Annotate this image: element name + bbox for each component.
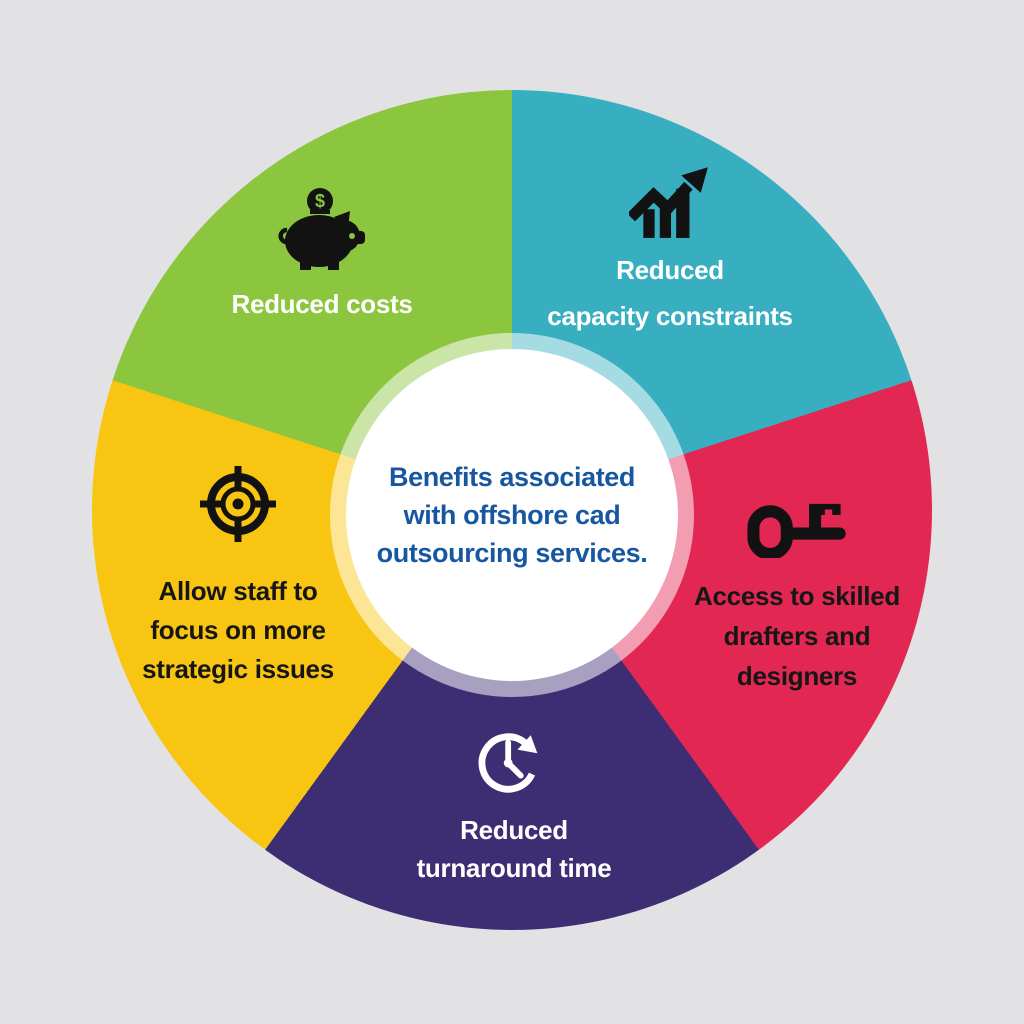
segment-label-line: strategic issues [142,654,334,684]
segment-label-line: Allow staff to [158,576,318,606]
center-title-line: Benefits associated [389,461,635,492]
piggy-bank-icon: $ [278,188,365,270]
key-icon [747,503,846,558]
segment-reduced-costs: $ Reduced costs [182,186,462,322]
segment-label-line: focus on more [150,615,326,645]
center-title-line: with offshore cad [403,499,621,530]
segment-label-line: Reduced [616,255,724,285]
segment-label-line: turnaround time [416,852,612,883]
growth-chart-icon [629,167,708,238]
svg-text:$: $ [315,191,325,211]
segment-reduced-turnaround-time: Reduced turnaround time [349,728,679,888]
clock-history-icon [478,733,538,793]
segment-label-line: capacity constraints [547,300,793,331]
segment-access-to-skilled-drafters: Access to skilled drafters and designers [637,498,957,696]
segment-label-line: Reduced costs [231,289,413,319]
target-icon [200,466,276,542]
center-title-line: outsourcing services. [376,538,648,569]
segment-label-line: Access to skilled [694,581,900,611]
segment-label-line: designers [736,661,858,692]
segment-label-line: drafters and [723,621,871,652]
segment-allow-staff-focus: Allow staff to focus on more strategic i… [83,466,393,689]
segment-reduced-capacity-constraints: Reduced capacity constraints [505,158,835,339]
segment-label-line: Reduced [460,815,568,845]
center-title-circle: Benefits associated with offshore cad ou… [346,349,678,681]
